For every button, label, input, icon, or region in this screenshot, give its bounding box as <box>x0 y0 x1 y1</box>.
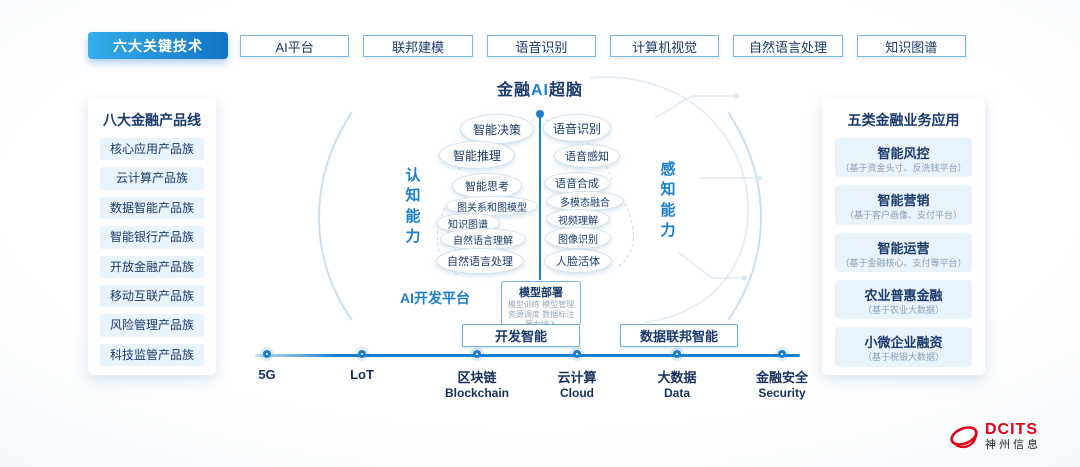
timeline-label-main: 大数据 <box>657 370 697 385</box>
app-item-subtitle: （基于税银大数据） <box>862 352 944 363</box>
business-apps-panel: 五类金融业务应用 智能风控 （基于资金头寸、反洗钱平台） 智能营销 （基于客户画… <box>822 98 985 375</box>
app-item-title: 小微企业融资 <box>864 335 943 351</box>
app-item-title: 智能营销 <box>877 193 930 209</box>
cognitive-ability-label: 认知能力 <box>405 167 421 245</box>
key-tech-title: 六大关键技术 <box>88 32 228 59</box>
brain-title-right: 超脑 <box>549 82 584 99</box>
tech-box-ai-platform: AI平台 <box>240 35 350 57</box>
timeline-label-security: 金融安全 Security <box>727 367 837 400</box>
timeline-label-sub: Data <box>663 386 690 400</box>
timeline-label-main: 金融安全 <box>755 370 808 385</box>
brain-title-ai: AI <box>531 82 549 99</box>
perception-bubble: 语音识别 <box>543 114 611 142</box>
perception-bubble: 语音感知 <box>554 144 620 168</box>
product-lines-title: 八大金融产品线 <box>103 112 201 128</box>
product-item: 云计算产品族 <box>100 167 204 190</box>
cognitive-bubble: 自然语言理解 <box>440 228 526 250</box>
tech-box-federated-modeling: 联邦建模 <box>363 35 473 57</box>
app-item-title: 智能风控 <box>877 146 930 161</box>
cognitive-bubble: 智能决策 <box>460 114 534 144</box>
timeline-label-lot: LoT <box>307 367 417 382</box>
brain-title-left: 金融 <box>496 82 531 99</box>
data-federation-box: 数据联邦智能 <box>620 324 738 347</box>
product-item: 风险管理产品族 <box>100 314 204 337</box>
timeline-label-5g: 5G <box>212 367 322 382</box>
business-apps-title: 五类金融业务应用 <box>847 112 960 128</box>
app-item-subtitle: （基于资金头寸、反洗钱平台） <box>840 163 967 173</box>
model-deploy-line: 资源调度 数据标注 <box>507 310 575 319</box>
app-item-title: 智能运营 <box>877 240 930 256</box>
app-item: 智能运营 （基于金融核心、支付等平台） <box>835 232 972 273</box>
tech-box-knowledge-graph: 知识图谱 <box>856 35 966 57</box>
product-item: 科技监管产品族 <box>100 343 204 367</box>
app-item-subtitle: （基于金融核心、支付等平台） <box>840 257 967 268</box>
model-deploy-line: 模型训练 模型管理 <box>507 300 575 309</box>
timeline-label-sub: Cloud <box>560 386 594 400</box>
product-item: 开放金融产品族 <box>100 255 204 278</box>
brain-axis-dot <box>536 110 544 118</box>
app-item-subtitle: （基于农业大数据） <box>862 305 944 316</box>
model-deploy-title: 模型部署 <box>519 287 563 299</box>
timeline-label-blockchain: 区块链 Blockchain <box>422 367 532 400</box>
perception-bubble: 人脸活体 <box>544 249 612 273</box>
cognitive-bubble: 智能推理 <box>439 141 515 169</box>
timeline-dot-5g <box>263 350 271 358</box>
timeline-dot-bigdata <box>673 350 681 358</box>
perception-ability-label: 感知能力 <box>660 161 676 239</box>
timeline-label-sub: Blockchain <box>444 386 510 400</box>
tech-row: AI平台 联邦建模 语音识别 计算机视觉 自然语言处理 知识图谱 <box>240 35 966 57</box>
brain-title: 金融AI超脑 <box>450 76 630 100</box>
perception-bubble: 视频理解 <box>546 209 610 229</box>
dcits-logo-name: DCITS <box>985 421 1038 439</box>
app-item: 智能风控 （基于资金头寸、反洗钱平台） <box>835 138 972 178</box>
product-item: 数据智能产品族 <box>100 196 204 220</box>
product-lines-panel: 八大金融产品线 核心应用产品族 云计算产品族 数据智能产品族 智能银行产品族 开… <box>88 98 216 375</box>
timeline-label-main: 5G <box>258 367 276 382</box>
timeline-dot-cloud <box>573 350 581 358</box>
product-item: 移动互联产品族 <box>100 284 204 308</box>
timeline-label-main: 区块链 <box>457 370 497 385</box>
tech-box-nlp: 自然语言处理 <box>733 35 843 57</box>
timeline-label-sub: Security <box>758 386 806 400</box>
timeline-dot-blockchain <box>473 350 481 358</box>
dcits-logo-company: 神州信息 <box>985 438 1041 451</box>
app-item-title: 农业普惠金融 <box>864 288 943 304</box>
dcits-logo: DCITS 神州信息 <box>948 420 1041 452</box>
ai-dev-platform-label: AI开发平台 <box>400 290 470 306</box>
timeline-line <box>255 354 800 357</box>
cognitive-bubble: 智能思考 <box>452 173 522 199</box>
app-item-subtitle: （基于客户画像、支付平台） <box>844 210 962 221</box>
product-item: 核心应用产品族 <box>100 138 204 161</box>
timeline-label-cloud: 云计算 Cloud <box>522 367 632 400</box>
app-item: 小微企业融资 （基于税银大数据） <box>835 327 972 367</box>
product-item: 智能银行产品族 <box>100 226 204 249</box>
cognitive-bubble: 自然语言处理 <box>436 248 524 274</box>
tech-box-speech-recognition: 语音识别 <box>486 35 596 57</box>
timeline-dot-security <box>778 350 786 358</box>
dcits-logo-text: DCITS 神州信息 <box>985 421 1041 451</box>
dev-intelligence-box: 开发智能 <box>462 324 580 347</box>
timeline-label-main: 云计算 <box>557 370 597 385</box>
model-deploy-box: 模型部署 模型训练 模型管理 资源调度 数据标注 算力接入 <box>501 281 581 329</box>
perception-bubble: 多模态融合 <box>546 191 624 211</box>
timeline-label-bigdata: 大数据 Data <box>622 367 732 400</box>
brain-axis-line <box>539 114 541 280</box>
timeline-label-main: LoT <box>350 367 374 382</box>
app-item: 智能营销 （基于客户画像、支付平台） <box>835 185 972 225</box>
dcits-logo-icon <box>950 426 978 449</box>
perception-bubble: 图像识别 <box>545 227 611 249</box>
app-item: 农业普惠金融 （基于农业大数据） <box>835 280 972 320</box>
timeline-dot-lot <box>358 350 366 358</box>
tech-box-computer-vision: 计算机视觉 <box>609 35 720 57</box>
